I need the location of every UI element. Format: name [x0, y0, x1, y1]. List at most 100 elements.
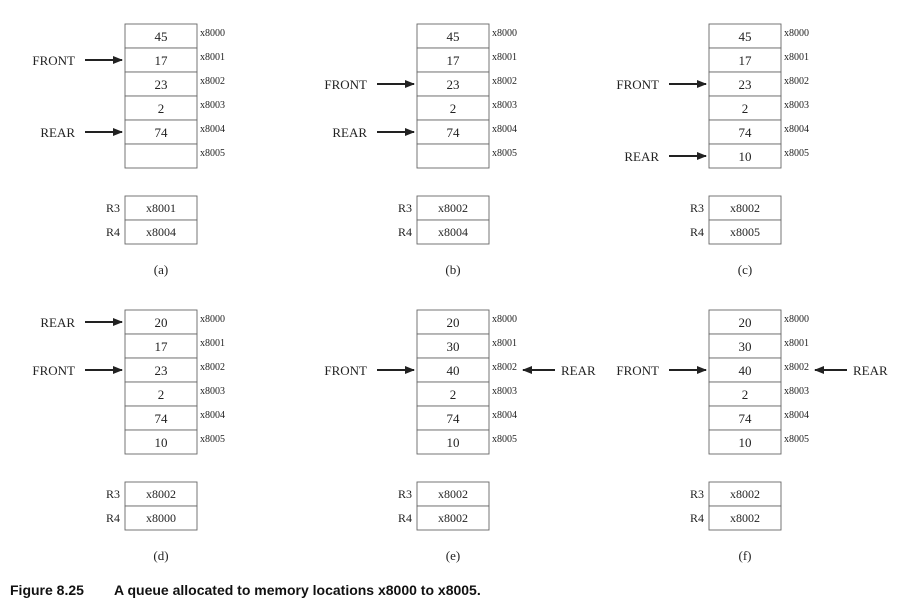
register-value: x8002: [146, 487, 176, 501]
pointer-label-front: FRONT: [324, 77, 367, 92]
memory-cell: [124, 23, 198, 49]
memory-cell: [124, 47, 198, 73]
memory-cell-value: 30: [447, 339, 460, 354]
memory-cell-value: 10: [739, 149, 752, 164]
register-box: [416, 219, 490, 245]
register-name: R4: [106, 225, 120, 239]
memory-cell-value: 10: [739, 435, 752, 450]
diagram-label: (f): [739, 548, 752, 563]
register-box: [708, 195, 782, 221]
memory-cell-value: 74: [155, 411, 169, 426]
memory-cell-value: 2: [450, 387, 457, 402]
memory-cell-value: 20: [447, 315, 460, 330]
memory-cell: [708, 333, 782, 359]
register-value: x8004: [438, 225, 468, 239]
pointer-label-front: FRONT: [324, 363, 367, 378]
memory-address: x8004: [784, 124, 809, 135]
memory-address: x8005: [784, 148, 809, 159]
register-name: R3: [106, 201, 120, 215]
register-name: R3: [398, 487, 412, 501]
pointer-label-rear: REAR: [332, 125, 367, 140]
memory-cell: [124, 143, 198, 169]
memory-cell-value: 2: [158, 101, 165, 116]
memory-cell-value: 17: [155, 53, 169, 68]
memory-cell: [416, 429, 490, 455]
memory-cell-value: 40: [447, 363, 460, 378]
register-value: x8002: [438, 487, 468, 501]
memory-cell: [708, 143, 782, 169]
memory-cell: [708, 71, 782, 97]
memory-cell-value: 74: [739, 411, 753, 426]
memory-address: x8005: [200, 148, 225, 159]
register-box: [124, 195, 198, 221]
register-box: [124, 481, 198, 507]
register-value: x8000: [146, 511, 176, 525]
memory-cell-value: 17: [447, 53, 461, 68]
pointer-label-rear: REAR: [624, 149, 659, 164]
register-box: [416, 505, 490, 531]
memory-cell: [416, 119, 490, 145]
memory-address: x8000: [784, 314, 809, 325]
memory-address: x8000: [492, 314, 517, 325]
register-name: R4: [398, 225, 412, 239]
memory-address: x8003: [200, 100, 225, 111]
memory-cell: [708, 429, 782, 455]
pointer-label-front: FRONT: [616, 77, 659, 92]
memory-cell: [708, 47, 782, 73]
memory-address: x8004: [200, 410, 225, 421]
memory-address: x8003: [784, 386, 809, 397]
memory-address: x8003: [492, 100, 517, 111]
register-value: x8004: [146, 225, 176, 239]
memory-cell-value: 17: [155, 339, 169, 354]
memory-address: x8000: [200, 28, 225, 39]
register-name: R3: [106, 487, 120, 501]
memory-cell: [416, 143, 490, 169]
pointer-label-rear: REAR: [853, 363, 888, 378]
memory-cell-value: 45: [447, 29, 460, 44]
pointer-label-front: FRONT: [32, 53, 75, 68]
diagram-label: (e): [446, 548, 460, 563]
memory-cell-value: 23: [447, 77, 460, 92]
memory-cell-value: 74: [447, 411, 461, 426]
memory-cell-value: 74: [447, 125, 461, 140]
memory-cell-value: 74: [155, 125, 169, 140]
memory-cell-value: 40: [739, 363, 752, 378]
memory-cell: [124, 429, 198, 455]
register-name: R3: [690, 487, 704, 501]
diagram-label: (c): [738, 262, 752, 277]
pointer-label-rear: REAR: [40, 125, 75, 140]
memory-cell: [708, 119, 782, 145]
register-box: [124, 505, 198, 531]
memory-cell: [124, 405, 198, 431]
memory-cell: [124, 95, 198, 121]
register-box: [124, 219, 198, 245]
register-value: x8002: [730, 511, 760, 525]
memory-address: x8002: [492, 362, 517, 373]
memory-cell-value: 23: [155, 363, 168, 378]
memory-address: x8001: [200, 338, 225, 349]
memory-cell: [416, 405, 490, 431]
memory-address: x8003: [492, 386, 517, 397]
register-value: x8005: [730, 225, 760, 239]
register-name: R4: [690, 511, 704, 525]
register-value: x8002: [438, 511, 468, 525]
register-value: x8001: [146, 201, 176, 215]
memory-cell-value: 2: [158, 387, 165, 402]
memory-cell: [708, 405, 782, 431]
memory-address: x8001: [200, 52, 225, 63]
memory-cell: [708, 95, 782, 121]
memory-cell: [416, 333, 490, 359]
register-box: [708, 219, 782, 245]
memory-cell-value: 45: [739, 29, 752, 44]
register-name: R4: [106, 511, 120, 525]
memory-cell-value: 10: [447, 435, 460, 450]
memory-address: x8002: [784, 362, 809, 373]
memory-address: x8004: [784, 410, 809, 421]
